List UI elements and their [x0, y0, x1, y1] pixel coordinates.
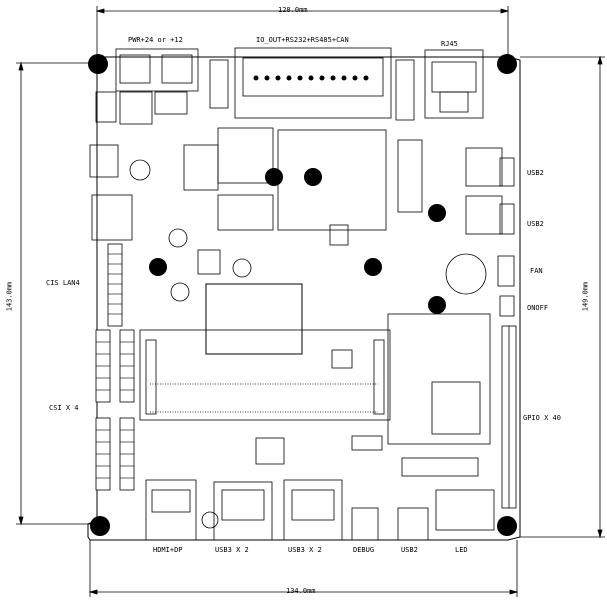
mount-hole-inner-1 — [265, 168, 283, 186]
mid-components — [183, 127, 423, 369]
label-fan: FAN — [530, 267, 543, 275]
mount-hole-inner-5 — [364, 258, 382, 276]
usb3-connector-b — [283, 479, 343, 541]
dimension-lines — [16, 6, 605, 597]
usb3-connector-a — [213, 481, 273, 541]
dim-left-height: 143.0mm — [5, 281, 14, 312]
label-rj45: RJ45 — [441, 40, 458, 48]
led-block — [435, 489, 495, 531]
mount-hole-top-left — [88, 54, 108, 74]
dim-right-height: 149.0mm — [581, 281, 590, 312]
rj45-connector — [424, 49, 484, 119]
power-connector — [115, 48, 199, 92]
label-onoff: ONOFF — [527, 304, 549, 312]
label-led: LED — [455, 546, 468, 554]
debug-connector — [351, 507, 379, 541]
io-connector — [234, 47, 392, 119]
dim-top-width: 128.0mm — [278, 6, 308, 14]
battery-holder — [445, 253, 487, 295]
left-header-pins — [96, 253, 134, 479]
mount-hole-inner-2 — [304, 168, 322, 186]
label-usb3-a: USB3 X 2 — [215, 546, 249, 554]
label-cis: CIS LAN4 — [46, 279, 80, 287]
mount-hole-top-right — [497, 54, 517, 74]
mount-hole-inner-4 — [149, 258, 167, 276]
mount-hole-bottom-right — [497, 516, 517, 536]
left-headers — [95, 243, 135, 491]
soc-module — [205, 283, 303, 355]
label-usb2: USB2 — [401, 546, 418, 554]
label-hdmi: HDMI+DP — [153, 546, 183, 554]
dim-bottom-width: 134.0mm — [286, 587, 316, 595]
top-connectors — [115, 47, 484, 119]
mount-hole-bottom-left — [90, 516, 110, 536]
usb2-connector — [397, 507, 429, 541]
mounting-holes — [88, 54, 517, 536]
label-usb3-b: USB3 X 2 — [288, 546, 322, 554]
bottom-connectors — [145, 435, 495, 541]
label-debug: DEBUG — [353, 546, 375, 554]
mount-hole-inner-3 — [428, 204, 446, 222]
label-usb2-bottom: USB2 — [527, 220, 544, 228]
label-io: IO_OUT+RS232+RS485+CAN — [256, 36, 349, 44]
label-csi: CSI X 4 — [49, 404, 79, 412]
label-power: PWR+24 or +12 — [128, 36, 183, 44]
label-usb2-top: USB2 — [527, 169, 544, 177]
hdmi-connector — [145, 479, 197, 541]
sodimm-slot — [139, 329, 391, 421]
right-components — [387, 147, 517, 509]
label-gpio: GPIO X 40 — [523, 414, 561, 422]
board-outline — [87, 56, 521, 541]
top-left-components — [89, 59, 415, 302]
mount-hole-inner-6 — [428, 296, 446, 314]
